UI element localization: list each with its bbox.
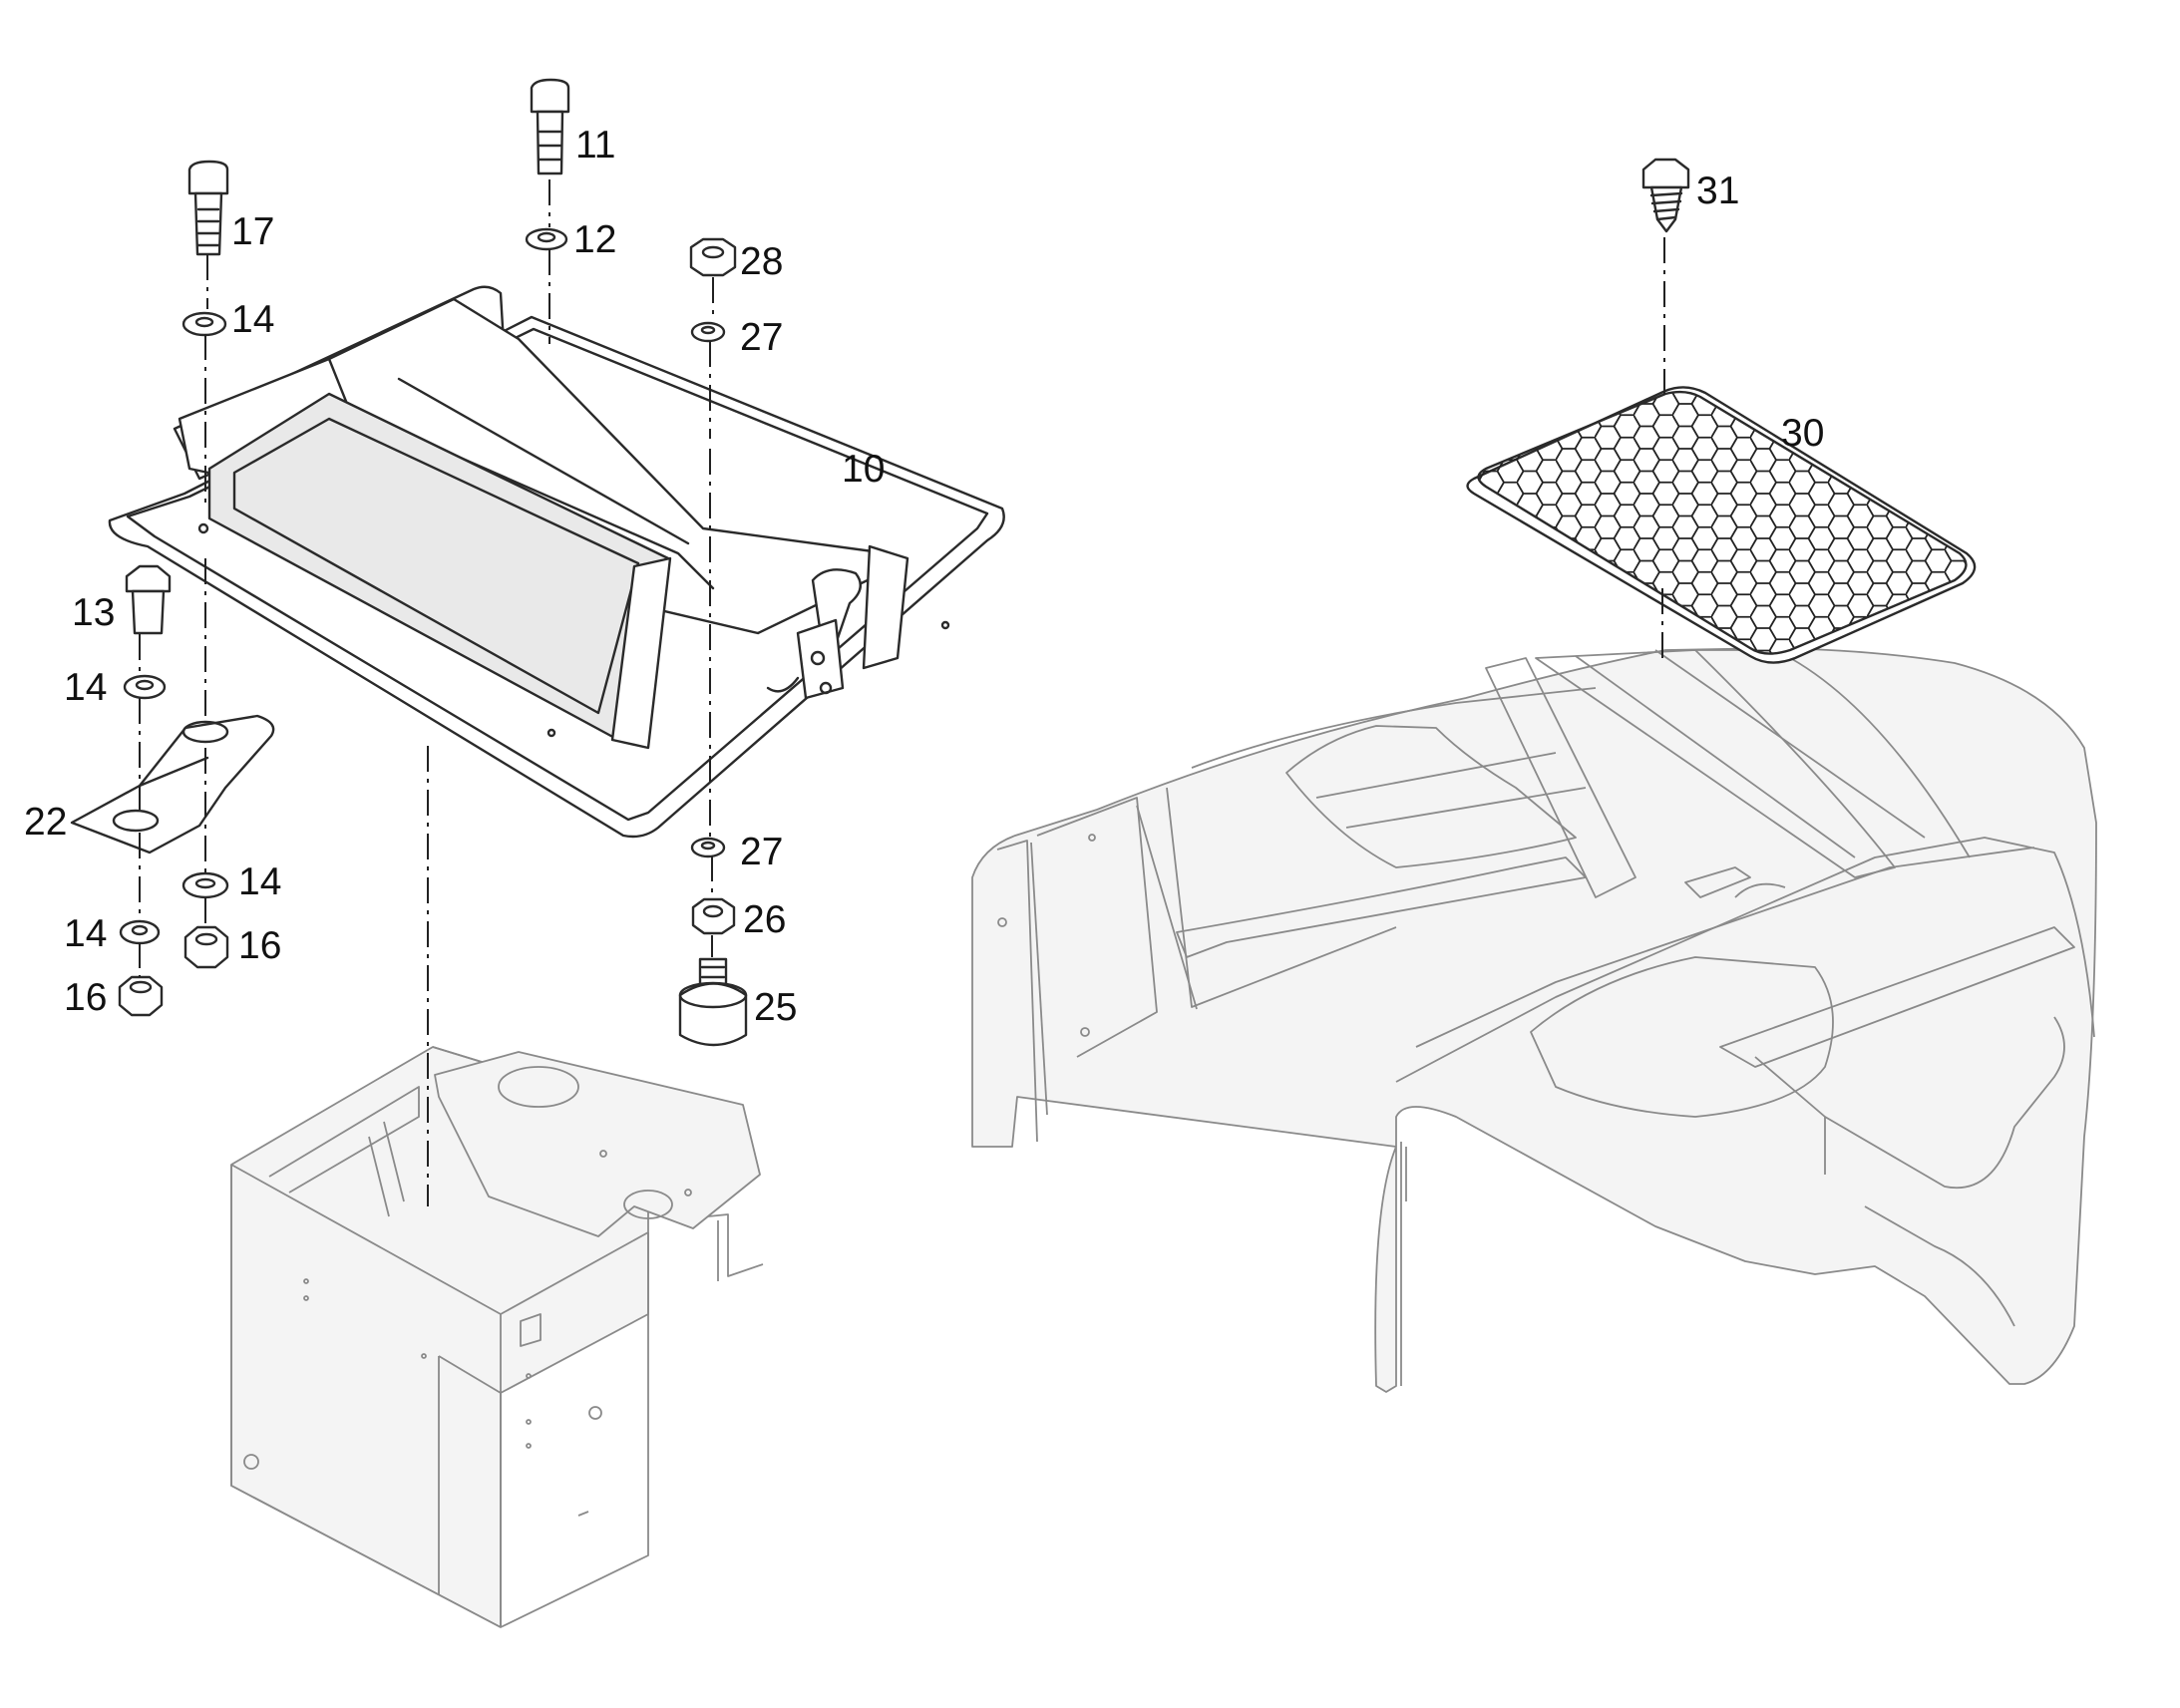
bolt-13 [125, 564, 172, 635]
callout-26: 26 [743, 898, 786, 941]
nut-26 [691, 897, 736, 935]
screw-31 [1641, 158, 1690, 233]
washer-12 [525, 227, 568, 251]
callout-14: 14 [64, 912, 107, 955]
bracket-22 [70, 714, 275, 854]
washer-14-left [123, 674, 167, 700]
bolt-11 [530, 78, 570, 175]
callout-12: 12 [573, 218, 616, 261]
washer-27-bottom [690, 837, 726, 858]
nut-28 [689, 237, 737, 277]
rubber-mount-25 [678, 957, 748, 1047]
callout-10: 10 [842, 448, 885, 491]
nut-16-left [118, 975, 164, 1017]
callout-14: 14 [238, 860, 281, 903]
callout-labels: 11 17 12 28 14 27 10 13 14 22 27 14 26 1… [24, 124, 1824, 1029]
washer-14-right [182, 871, 229, 899]
callout-16: 16 [238, 924, 281, 967]
callout-16: 16 [64, 976, 107, 1019]
callout-31: 31 [1696, 170, 1739, 212]
battery-cover-frame-10 [108, 285, 1005, 839]
callout-13: 13 [72, 591, 115, 634]
nut-16-right [183, 925, 229, 969]
callout-30: 30 [1781, 412, 1824, 455]
assembly-center-lines [139, 179, 1665, 1206]
washer-14-top [182, 311, 227, 337]
callout-22: 22 [24, 801, 67, 844]
callout-25: 25 [754, 986, 797, 1029]
battery-box [230, 1046, 764, 1628]
washer-27-top [690, 321, 726, 343]
callout-11: 11 [575, 124, 616, 167]
floor-mat-30 [1466, 386, 1977, 664]
washer-14-bottom [119, 919, 161, 945]
callout-27: 27 [740, 316, 783, 359]
callout-14: 14 [231, 298, 274, 341]
callout-27: 27 [740, 831, 783, 873]
callout-17: 17 [231, 210, 274, 253]
callout-28: 28 [740, 240, 783, 283]
callout-14: 14 [64, 666, 107, 709]
cab-roof [971, 647, 2097, 1393]
bolt-17 [187, 160, 229, 256]
latch-handle [766, 568, 862, 700]
